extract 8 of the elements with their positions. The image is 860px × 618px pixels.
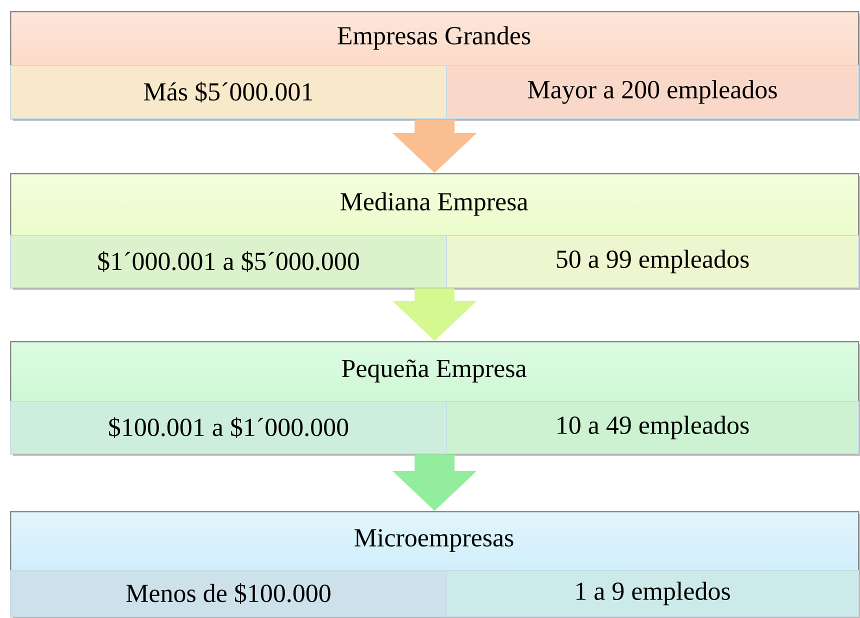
table-cell: $100.001 a $1´000.000 — [10, 401, 447, 454]
table-cell: Mayor a 200 empleados — [446, 65, 859, 119]
table-cell: 50 a 99 empleados — [446, 235, 859, 288]
table-cell: Más $5´000.001 — [10, 65, 447, 119]
table-cell: $1´000.001 a $5´000.000 — [10, 235, 447, 288]
table-cell: 10 a 49 empleados — [446, 401, 859, 454]
table-cell: 1 a 9 empledos — [446, 570, 859, 617]
table-cell: Menos de $100.000 — [10, 570, 447, 617]
